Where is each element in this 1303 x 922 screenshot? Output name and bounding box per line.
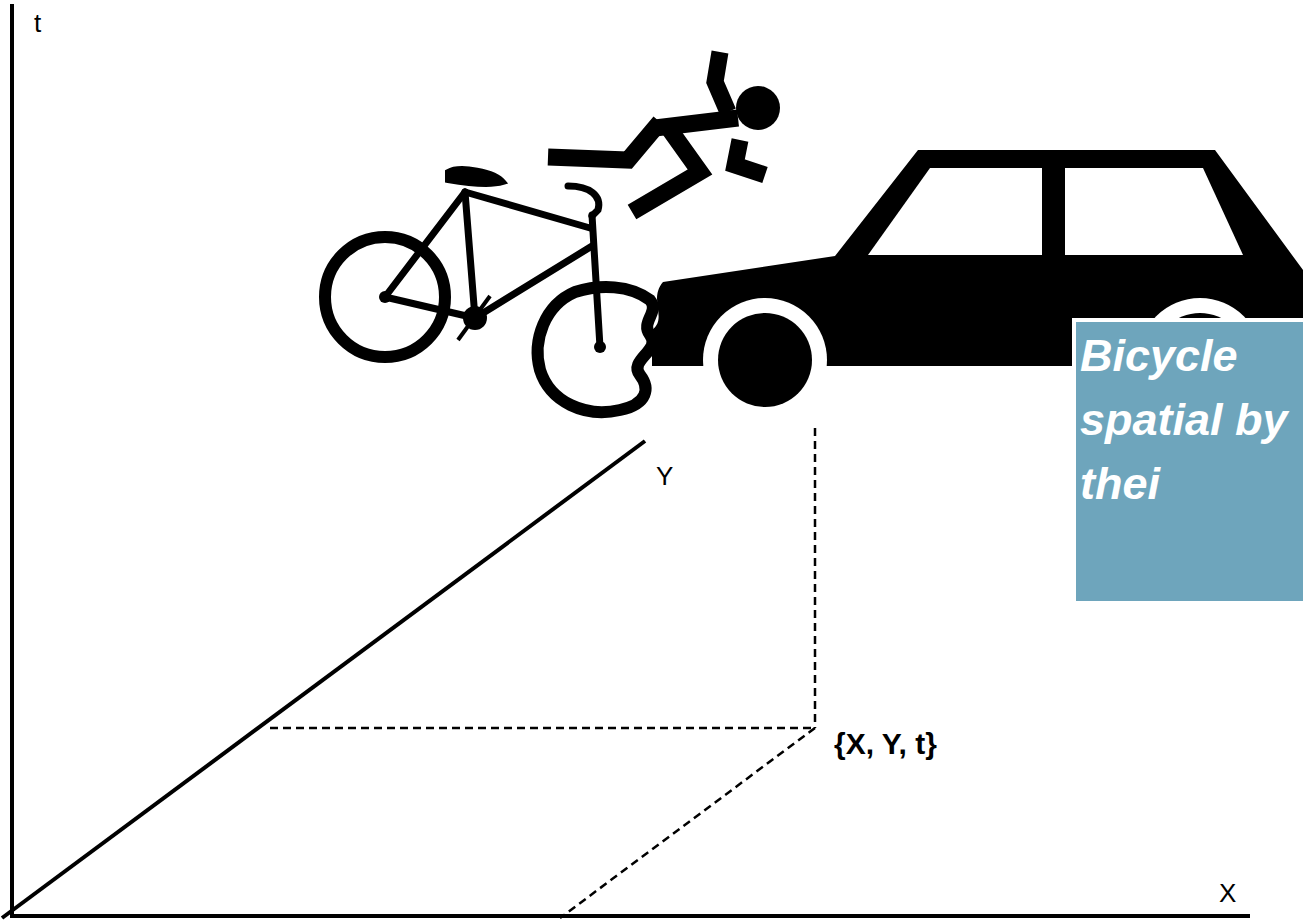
falling-person [548,52,780,212]
car-rear-window [1065,168,1243,255]
pedal-arm [458,296,490,340]
bicycle-seat [448,169,503,184]
y-projection [560,728,815,918]
caption-box: Bicycle spatial by thei [1072,318,1303,605]
x-projection [270,727,815,730]
axis-label: t [34,10,41,36]
point-coordinate-label: {X, Y, t} [834,729,937,759]
t-projection [814,428,817,728]
caption-text: Bicycle spatial by thei [1076,322,1303,516]
y-axis [2,441,645,918]
car-front-wheel [718,313,812,407]
bicycle-icon [325,169,653,412]
axis-label: X [1219,880,1236,906]
car-front-window [868,168,1042,255]
person-head [736,86,780,130]
bicycle-frame [385,186,600,347]
axis-label: Y [656,463,673,489]
t-axis [10,4,14,918]
x-axis [10,914,1250,918]
projection-lines [270,428,815,918]
front-wheel-well [703,298,827,422]
